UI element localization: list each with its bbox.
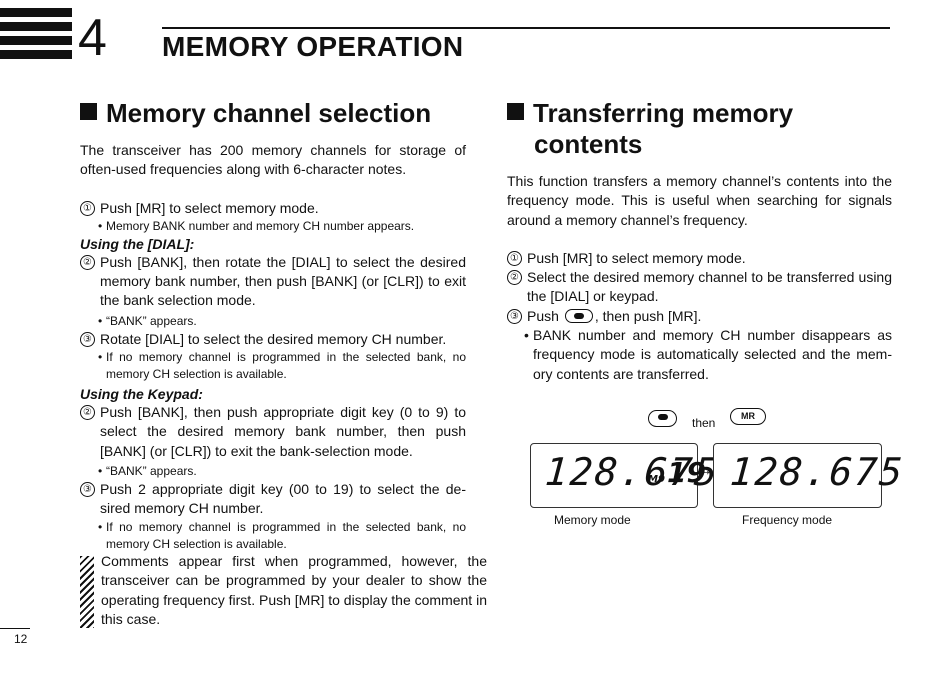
step-number: ③: [80, 331, 95, 347]
header-bar: [0, 36, 72, 45]
keypad-step-3-note: If no memory channel is programmed in th…: [80, 519, 466, 553]
f-key-icon: [564, 308, 593, 323]
subheading-keypad: Using the Keypad:: [80, 386, 203, 403]
page-number-rule: [0, 628, 30, 629]
mr-key-icon: MR: [730, 408, 766, 425]
memory-bank-number: M9: [648, 474, 665, 485]
step-number: ③: [507, 308, 522, 324]
header-rule: [162, 27, 890, 29]
caption-memory-mode: Memory mode: [554, 513, 631, 527]
then-label: then: [692, 416, 716, 430]
step-number: ②: [80, 254, 95, 270]
page-title: MEMORY OPERATION: [162, 31, 464, 62]
page-number: 12: [14, 632, 28, 646]
square-bullet-icon: [80, 103, 97, 120]
square-bullet-icon: [507, 103, 524, 120]
step-number: ③: [80, 481, 95, 497]
f-key-icon: [648, 410, 677, 427]
frequency-mode-display: 128.675: [713, 443, 906, 508]
dial-step-3-note: If no memory channel is programmed in th…: [80, 349, 466, 383]
arrow-right-icon: →: [698, 462, 712, 478]
header-bar: [0, 8, 72, 17]
right-column: This function transfers a memory channel…: [507, 172, 892, 384]
left-column: The transceiver has 200 memory channels …: [80, 141, 466, 553]
chapter-number: 4: [78, 9, 107, 67]
note-icon: [80, 556, 94, 628]
transfer-intro: This function transfers a memory channel…: [507, 173, 892, 228]
memory-channel-number: 19: [667, 456, 706, 489]
intro-text: The transceiver has 200 memory channels …: [80, 142, 466, 178]
section-heading-transfer: Transferring memory contents: [507, 98, 793, 160]
subheading-dial: Using the [DIAL]:: [80, 235, 195, 252]
step-number: ②: [80, 405, 95, 421]
step-number: ②: [507, 270, 522, 286]
header-bar: [0, 22, 72, 31]
note-text: Comments appear first when programmed, h…: [101, 553, 487, 627]
step-number: ①: [80, 200, 95, 216]
section-heading-memory-selection: Memory channel selection: [80, 98, 431, 129]
header-bar: [0, 50, 72, 59]
transfer-step-3-note: BANK number and memory CH number disappe…: [507, 326, 892, 384]
keypad-step-2-note: “BANK” appears.: [80, 463, 466, 480]
step-1-note: Memory BANK number and memory CH number …: [80, 218, 466, 235]
memory-mode-display: 128.675 M9 19: [530, 443, 721, 508]
dial-step-2-note: “BANK” appears.: [80, 313, 466, 330]
step-number: ①: [507, 250, 522, 266]
caption-frequency-mode: Frequency mode: [742, 513, 833, 527]
display-frequency: 128.675: [728, 450, 906, 494]
